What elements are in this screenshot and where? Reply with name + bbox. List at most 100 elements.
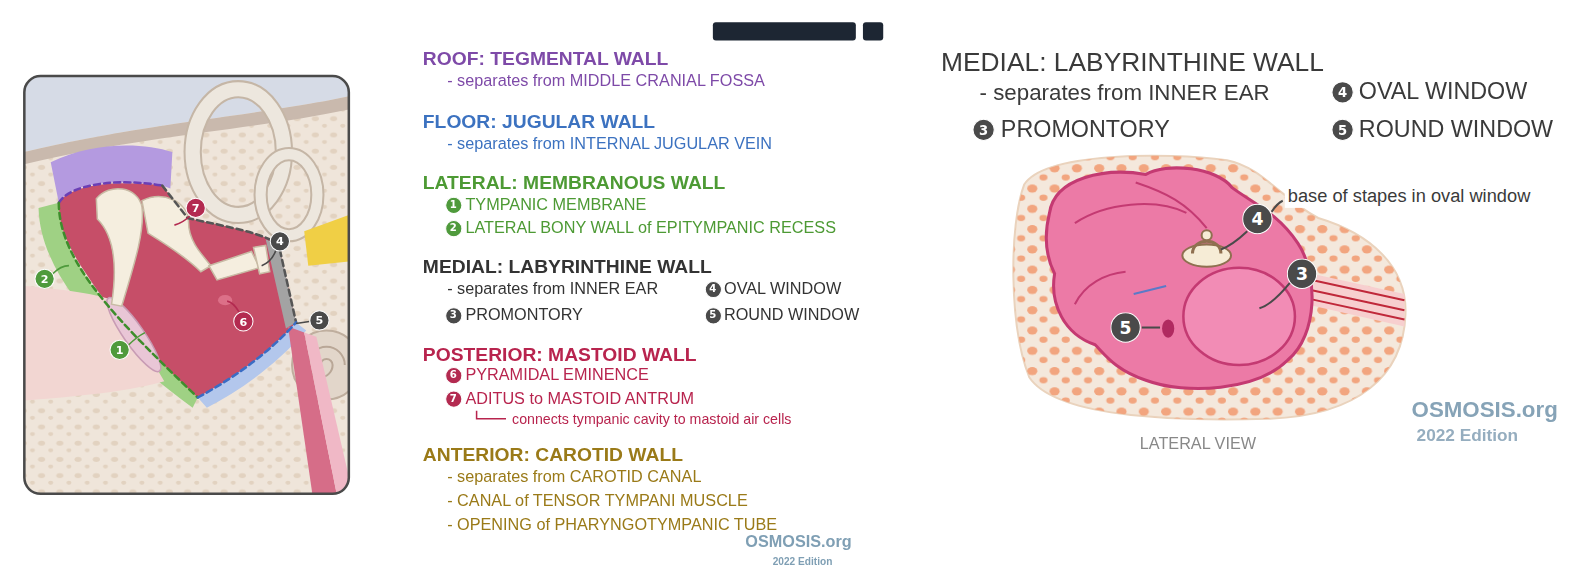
structure-label: OVAL WINDOW <box>1359 78 1527 106</box>
callout-circle: 4 <box>1242 204 1272 234</box>
labyrinth-section-part-part <box>1259 283 1289 308</box>
toolbar-part <box>713 22 856 40</box>
labyrinth-section-part <box>1303 272 1404 327</box>
callout-number: 4 <box>1251 210 1263 227</box>
structure-label: ROUND WINDOW <box>1359 116 1553 144</box>
callout-circle: 4 <box>270 231 290 251</box>
middle-ear-section-part-part <box>96 189 142 306</box>
middle-ear-section-part <box>59 182 296 397</box>
callout-number: 5 <box>709 310 716 320</box>
structure-label: PYRAMIDAL EMINENCE <box>465 365 648 384</box>
wall-description: - CANAL of TENSOR TYMPANI MUSCLE <box>447 491 748 510</box>
labyrinth-section-part <box>1162 319 1174 337</box>
wall-heading: MEDIAL: LABYRINTHINE WALL <box>423 255 712 278</box>
view-caption: LATERAL VIEW <box>1140 434 1256 453</box>
middle-ear-section-part <box>24 76 348 494</box>
callout-circle: 4 <box>1331 81 1353 103</box>
structure-label: PROMONTORY <box>1001 116 1170 144</box>
watermark: OSMOSIS.org <box>745 532 851 551</box>
callout-number: 4 <box>709 284 716 294</box>
middle-ear-section-part <box>53 216 310 345</box>
callout-number: 5 <box>1338 123 1347 136</box>
middle-ear-section-part <box>304 215 349 266</box>
middle-ear-section-part <box>218 295 232 305</box>
wall-description: - separates from INNER EAR <box>447 279 658 298</box>
callout-circle: 7 <box>186 198 206 218</box>
wall-description: - separates from INNER EAR <box>980 80 1270 107</box>
callout-circle: 7 <box>445 390 462 407</box>
wall-description: - separates from INTERNAL JUGULAR VEIN <box>447 134 772 153</box>
bracket <box>477 411 506 419</box>
middle-ear-section-part-part <box>142 197 211 272</box>
callout-circle: 3 <box>1287 259 1317 289</box>
middle-ear-section-part-part <box>129 333 145 345</box>
callout-circle: 2 <box>34 269 54 289</box>
middle-ear-section-part-part <box>296 321 309 323</box>
labyrinth-section-part-part <box>1272 201 1283 212</box>
watermark: 2022 Edition <box>773 556 833 566</box>
callout-circle: 1 <box>110 340 130 360</box>
middle-ear-section-part-part <box>162 186 296 323</box>
middle-ear-section-part-part <box>254 245 270 273</box>
middle-ear-section-part <box>261 154 318 235</box>
structure-label: LATERAL BONY WALL of EPITYMPANIC RECESS <box>465 218 836 237</box>
callout-number: 3 <box>450 310 457 320</box>
callout-circle: 5 <box>1110 312 1140 342</box>
labyrinth-section-part <box>1046 168 1312 389</box>
callout-number: 2 <box>41 273 49 284</box>
middle-ear-section-part <box>96 189 269 306</box>
structure-label: OVAL WINDOW <box>724 279 841 298</box>
callout-number: 7 <box>450 393 457 403</box>
middle-ear-section-part <box>24 76 348 494</box>
callout-number: 7 <box>192 202 200 213</box>
wall-description: - separates from CAROTID CANAL <box>447 467 701 486</box>
middle-ear-section-part-part <box>53 266 69 274</box>
toolbar <box>713 22 883 40</box>
callout-circle: 5 <box>309 310 329 330</box>
middle-ear-section-part-part <box>262 250 276 265</box>
callout-number: 3 <box>979 123 988 136</box>
wall-heading: FLOOR: JUGULAR WALL <box>423 110 655 133</box>
wall-description: - separates from MIDDLE CRANIAL FOSSA <box>447 71 765 90</box>
callout-circle: 6 <box>445 367 462 384</box>
wall-heading: ANTERIOR: CAROTID WALL <box>423 444 683 467</box>
callout-number: 3 <box>1296 265 1308 282</box>
callout-number: 5 <box>1120 319 1132 336</box>
note: connects tympanic cavity to mastoid air … <box>512 410 791 427</box>
structure-label: PROMONTORY <box>465 306 583 325</box>
structure-label: ADITUS to MASTOID ANTRUM <box>465 389 694 408</box>
callout-number: 6 <box>239 316 247 327</box>
panel-border <box>24 76 348 494</box>
callout-circle: 5 <box>1331 119 1353 141</box>
middle-ear-section <box>24 76 348 494</box>
structure-label: ROUND WINDOW <box>724 306 859 325</box>
middle-ear-section-part-part <box>209 251 260 279</box>
wall-heading: MEDIAL: LABYRINTHINE WALL <box>941 47 1324 79</box>
callout-number: 1 <box>116 344 124 355</box>
callout-number: 5 <box>316 315 324 326</box>
callout-circle: 6 <box>233 311 253 331</box>
labyrinth-section-part <box>1142 201 1290 328</box>
labyrinth-section-part <box>1134 286 1166 294</box>
labyrinth-section-part <box>1183 268 1295 365</box>
callout-circle: 1 <box>445 196 462 213</box>
wall-heading: LATERAL: MEMBRANOUS WALL <box>423 171 726 194</box>
callout-number: 4 <box>276 236 284 247</box>
labyrinth-section-part-part <box>1142 327 1160 329</box>
labyrinth-section-part <box>1202 230 1212 240</box>
callout-number: 2 <box>450 223 457 233</box>
middle-ear-section-part-part <box>174 216 189 225</box>
callout-circle: 5 <box>704 307 721 324</box>
toolbar-part <box>863 22 883 40</box>
middle-ear-section-part <box>261 154 318 235</box>
callout-circle: 3 <box>445 307 462 324</box>
callout-text: base of stapes in oval window <box>1285 186 1534 208</box>
structure-label: TYMPANIC MEMBRANE <box>465 195 646 214</box>
callout-circle: 3 <box>972 119 994 141</box>
callout-number: 4 <box>1338 86 1347 99</box>
middle-ear-section-part-part <box>198 322 296 397</box>
middle-ear-section-part-part <box>59 182 162 202</box>
labyrinth-section-part <box>1075 183 1207 305</box>
middle-ear-section-part-part <box>59 203 198 398</box>
labyrinth-section-part-part <box>1221 231 1247 249</box>
